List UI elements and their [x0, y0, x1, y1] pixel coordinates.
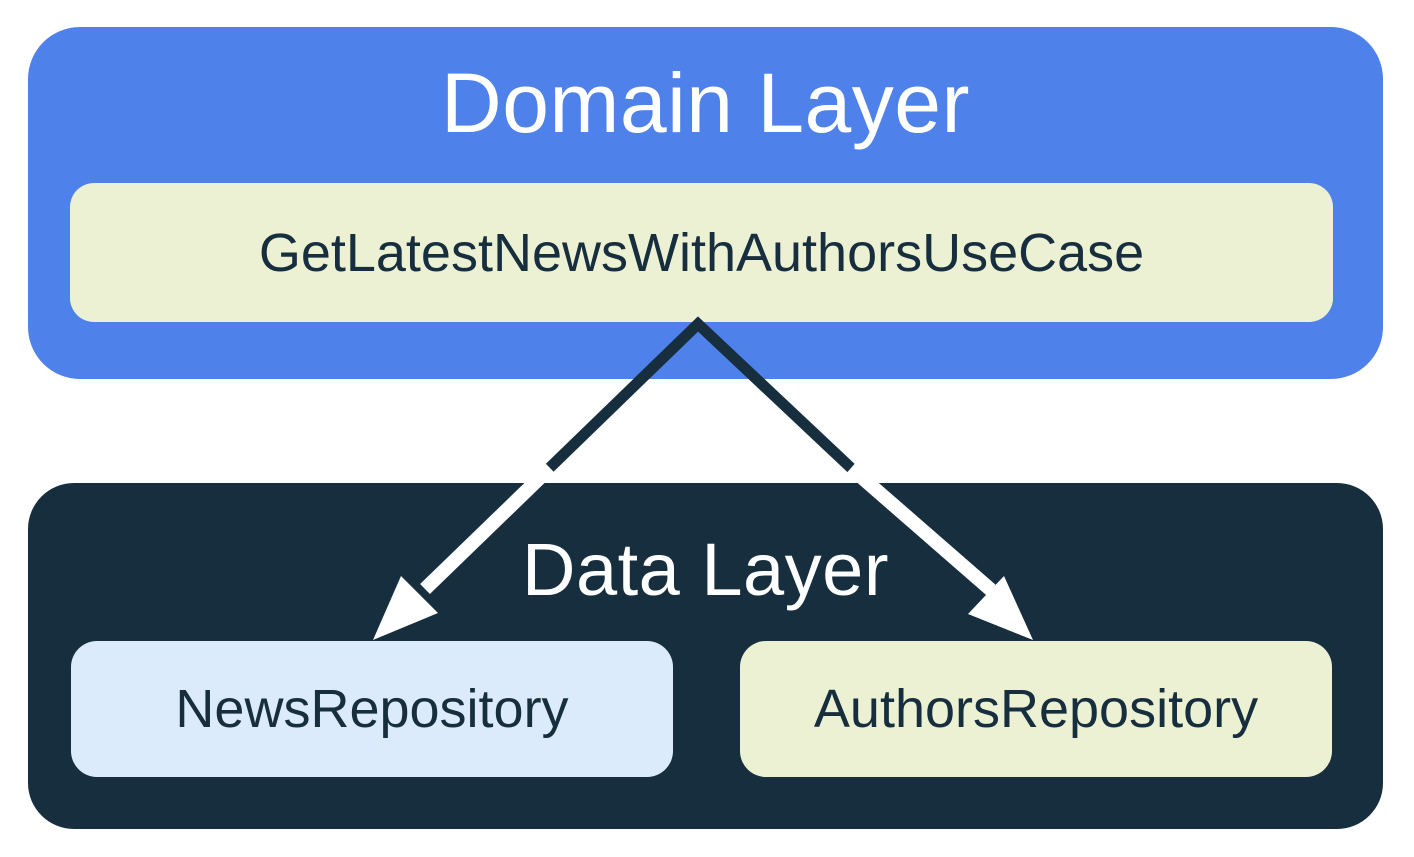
domain-layer-container: Domain Layer GetLatestNewsWithAuthorsUse…	[28, 27, 1383, 379]
domain-layer-title: Domain Layer	[441, 56, 970, 150]
use-case-node: GetLatestNewsWithAuthorsUseCase	[70, 183, 1333, 322]
data-layer-title: Data Layer	[522, 528, 889, 611]
news-repository-node: NewsRepository	[71, 641, 673, 777]
news-repository-label: NewsRepository	[175, 679, 569, 739]
use-case-label: GetLatestNewsWithAuthorsUseCase	[258, 222, 1145, 283]
authors-repository-label: AuthorsRepository	[813, 679, 1259, 739]
authors-repository-node: AuthorsRepository	[740, 641, 1332, 777]
data-layer-container: Data Layer NewsRepository AuthorsReposit…	[28, 483, 1383, 829]
